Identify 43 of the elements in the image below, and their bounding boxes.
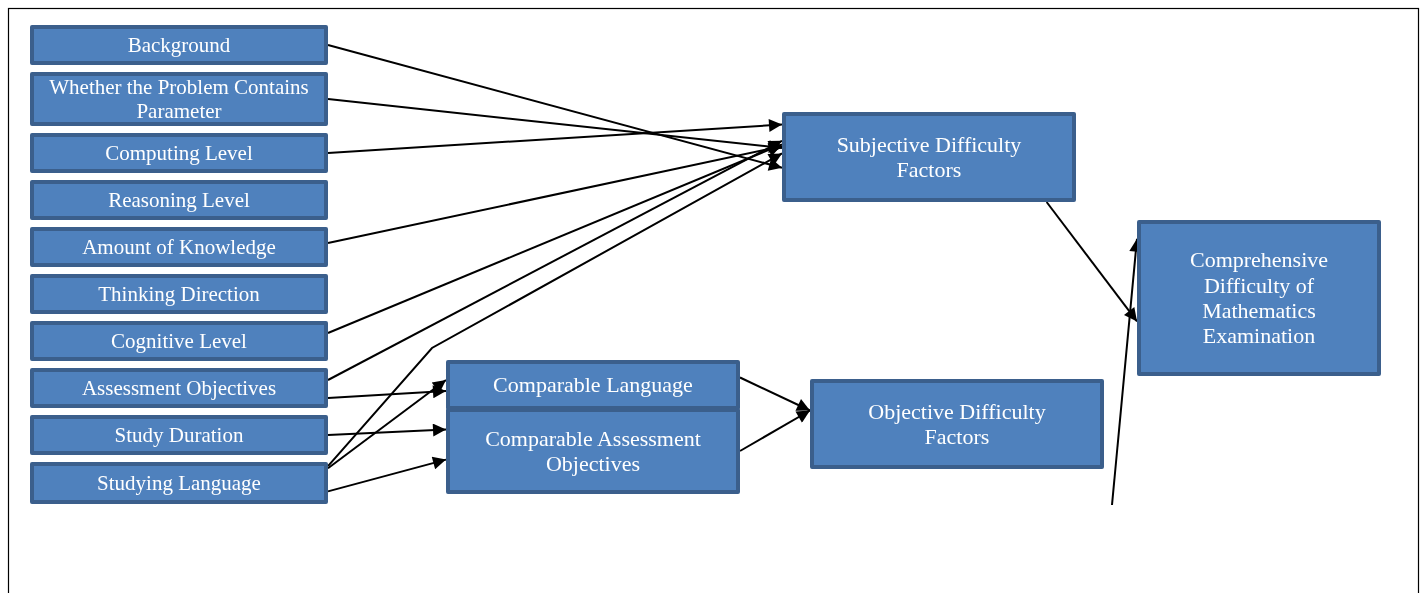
process-box bbox=[782, 112, 1076, 202]
box-label: Computing Level bbox=[105, 140, 253, 166]
process-box bbox=[30, 72, 328, 126]
arrow bbox=[327, 44, 783, 171]
box-label: Thinking Direction bbox=[98, 281, 260, 307]
box-label: Whether the Problem Contains Parameter bbox=[48, 74, 310, 124]
process-box bbox=[1137, 220, 1381, 376]
box-label: Background bbox=[127, 32, 231, 58]
arrow bbox=[327, 152, 783, 468]
process-box bbox=[30, 321, 328, 361]
arrow bbox=[739, 376, 811, 412]
box-label: Comprehensive Difficulty of Mathematics Examination bbox=[1188, 247, 1330, 349]
arrow bbox=[327, 379, 447, 470]
box-label: Cognitive Level bbox=[111, 328, 247, 354]
process-box bbox=[30, 133, 328, 173]
box-label: Subjective Difficulty Factors bbox=[835, 131, 1023, 183]
process-box bbox=[446, 360, 740, 410]
box-label: Comparable Assessment Objectives bbox=[484, 425, 702, 477]
box-label: Amount of Knowledge bbox=[82, 234, 276, 260]
arrow bbox=[327, 118, 783, 154]
box-label: Studying Language bbox=[97, 470, 261, 496]
process-box bbox=[30, 274, 328, 314]
box-label: Study Duration bbox=[114, 422, 244, 448]
arrow bbox=[327, 423, 447, 437]
process-box bbox=[30, 462, 328, 504]
process-box bbox=[30, 25, 328, 65]
process-box bbox=[30, 368, 328, 408]
process-box bbox=[30, 180, 328, 220]
arrow bbox=[327, 139, 783, 381]
process-box bbox=[30, 415, 328, 455]
box-label: Objective Difficulty Factors bbox=[867, 398, 1047, 450]
process-box bbox=[446, 408, 740, 494]
arrow bbox=[327, 143, 783, 334]
arrow bbox=[327, 98, 783, 154]
arrow bbox=[327, 385, 447, 399]
arrow bbox=[739, 409, 811, 452]
arrow bbox=[327, 456, 447, 493]
process-box bbox=[30, 227, 328, 267]
box-label: Reasoning Level bbox=[108, 187, 250, 213]
box-label: Assessment Objectives bbox=[81, 375, 277, 401]
box-label: Comparable Language bbox=[493, 372, 693, 398]
process-box bbox=[810, 379, 1104, 469]
arrow bbox=[1045, 201, 1138, 323]
